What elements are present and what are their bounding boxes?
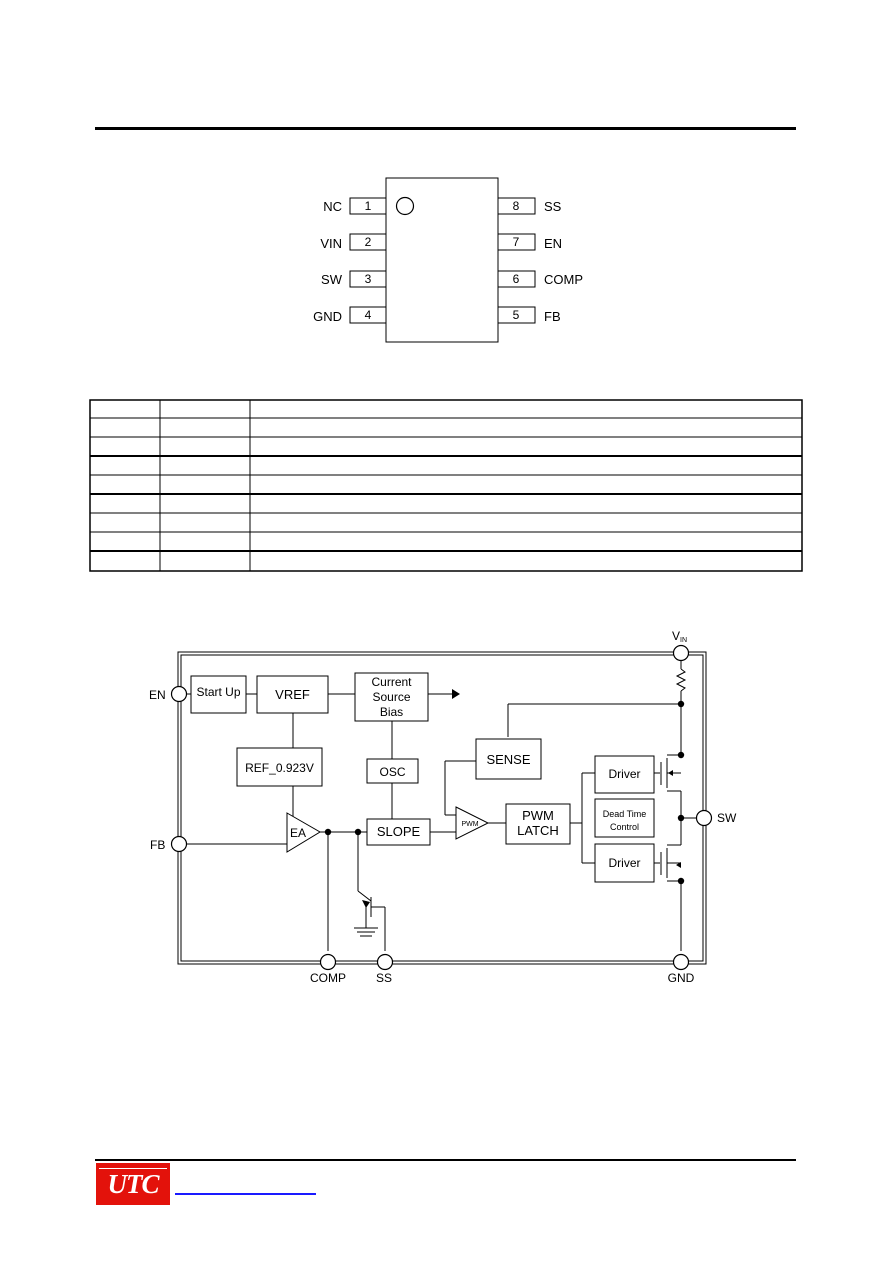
driver-top-block xyxy=(594,755,655,794)
dead-time-label: Dead Time xyxy=(603,809,647,819)
pin-name: EN xyxy=(544,236,562,251)
pin-right-5: 5 FB xyxy=(497,306,561,324)
pin-right-8: 8 SS xyxy=(497,197,562,215)
current-source-label: Bias xyxy=(380,705,403,719)
pin-name: FB xyxy=(544,309,561,324)
pin-fb-icon xyxy=(170,835,188,853)
ref-label: REF_0.923V xyxy=(245,761,314,775)
pin-number: 1 xyxy=(365,199,372,213)
slope-label: SLOPE xyxy=(377,824,421,839)
pin-name: VIN xyxy=(320,236,342,251)
pin-ss-icon xyxy=(376,953,394,971)
pin-vin-main: V xyxy=(672,629,680,643)
pin-name: SS xyxy=(544,199,562,214)
pin1-marker-icon xyxy=(395,196,415,216)
pin-sw-label: SW xyxy=(717,811,737,825)
pin-name: COMP xyxy=(544,272,583,287)
pin-name: SW xyxy=(321,272,343,287)
block-diagram: Start Up VREF Current Source Bias REF_0.… xyxy=(149,629,737,985)
footer-website-link[interactable] xyxy=(175,1193,316,1195)
pin-number: 4 xyxy=(365,308,372,322)
header-rule xyxy=(95,127,796,130)
osc-block xyxy=(366,758,419,784)
pin-fb-label: FB xyxy=(150,838,165,852)
sense-label: SENSE xyxy=(486,752,530,767)
vref-block xyxy=(256,675,329,714)
pin-number: 7 xyxy=(513,235,520,249)
current-source-block xyxy=(354,672,429,722)
nmos-arrow-icon xyxy=(676,862,681,868)
pin-left-1: 1 NC xyxy=(323,197,387,215)
pin-name: GND xyxy=(313,309,342,324)
osc-label: OSC xyxy=(379,765,405,779)
start-up-block xyxy=(190,675,247,714)
chip-outline-outer xyxy=(177,651,707,965)
ea-label: EA xyxy=(290,826,306,840)
pin-vin-subscript: IN xyxy=(680,637,687,644)
pwm-comparator-label: PWM xyxy=(461,821,478,828)
dead-time-block xyxy=(594,798,655,838)
start-up-label: Start Up xyxy=(196,685,240,699)
pin-left-3: 3 SW xyxy=(321,270,387,288)
pin-comp-icon xyxy=(319,953,337,971)
current-source-label: Current xyxy=(371,675,412,689)
logo-text: UTC xyxy=(107,1168,160,1199)
vref-label: VREF xyxy=(275,687,310,702)
pin-en-label: EN xyxy=(149,688,166,702)
driver-bottom-label: Driver xyxy=(609,856,641,870)
junction-dots xyxy=(324,700,685,885)
footer-rule xyxy=(95,1159,796,1161)
pin-number: 2 xyxy=(365,235,372,249)
pin-sw-icon xyxy=(695,809,713,827)
pin-number: 5 xyxy=(513,308,520,322)
pin-left-4: 4 GND xyxy=(313,306,387,324)
error-amplifier xyxy=(286,812,321,853)
current-source-label: Source xyxy=(372,690,410,704)
bias-arrow-icon xyxy=(452,689,460,699)
pin-ss-label: SS xyxy=(376,971,392,985)
pin-vin-icon xyxy=(672,644,690,662)
chip-outline-inner xyxy=(180,654,704,962)
pin-vin-label: VIN xyxy=(672,629,687,644)
pin-number: 3 xyxy=(365,272,372,286)
pin-name: NC xyxy=(323,199,342,214)
pin-gnd-label: GND xyxy=(668,971,695,985)
pin-gnd-icon xyxy=(672,953,690,971)
table-row-separators xyxy=(90,417,802,552)
pwm-latch-label: LATCH xyxy=(517,823,559,838)
pin-left-2: 2 VIN xyxy=(320,233,387,251)
pmos-arrow-icon xyxy=(668,770,673,776)
dead-time-label: Control xyxy=(610,822,639,832)
transistor-arrow-icon xyxy=(362,900,370,908)
slope-block xyxy=(366,818,431,846)
pin-comp-label: COMP xyxy=(310,971,346,985)
pwm-latch-block xyxy=(505,803,571,845)
utc-logo: UTC xyxy=(96,1163,170,1205)
pin-number: 6 xyxy=(513,272,520,286)
pin-description-table xyxy=(89,399,803,572)
pin-right-6: 6 COMP xyxy=(497,270,583,288)
pin-en-icon xyxy=(170,685,188,703)
table-grid xyxy=(89,399,803,572)
driver-top-label: Driver xyxy=(609,767,641,781)
logo-accent-line xyxy=(99,1168,167,1169)
pin-configuration-diagram: 1 NC 2 VIN 3 SW 4 GND 8 SS 7 EN 6 COMP 5… xyxy=(313,177,583,343)
sense-block xyxy=(475,738,542,780)
pwm-latch-label: PWM xyxy=(522,808,554,823)
pin-right-7: 7 EN xyxy=(497,233,562,251)
pwm-comparator xyxy=(455,806,490,840)
ref-block xyxy=(236,747,323,787)
driver-bottom-block xyxy=(594,843,655,883)
pin-number: 8 xyxy=(513,199,520,213)
